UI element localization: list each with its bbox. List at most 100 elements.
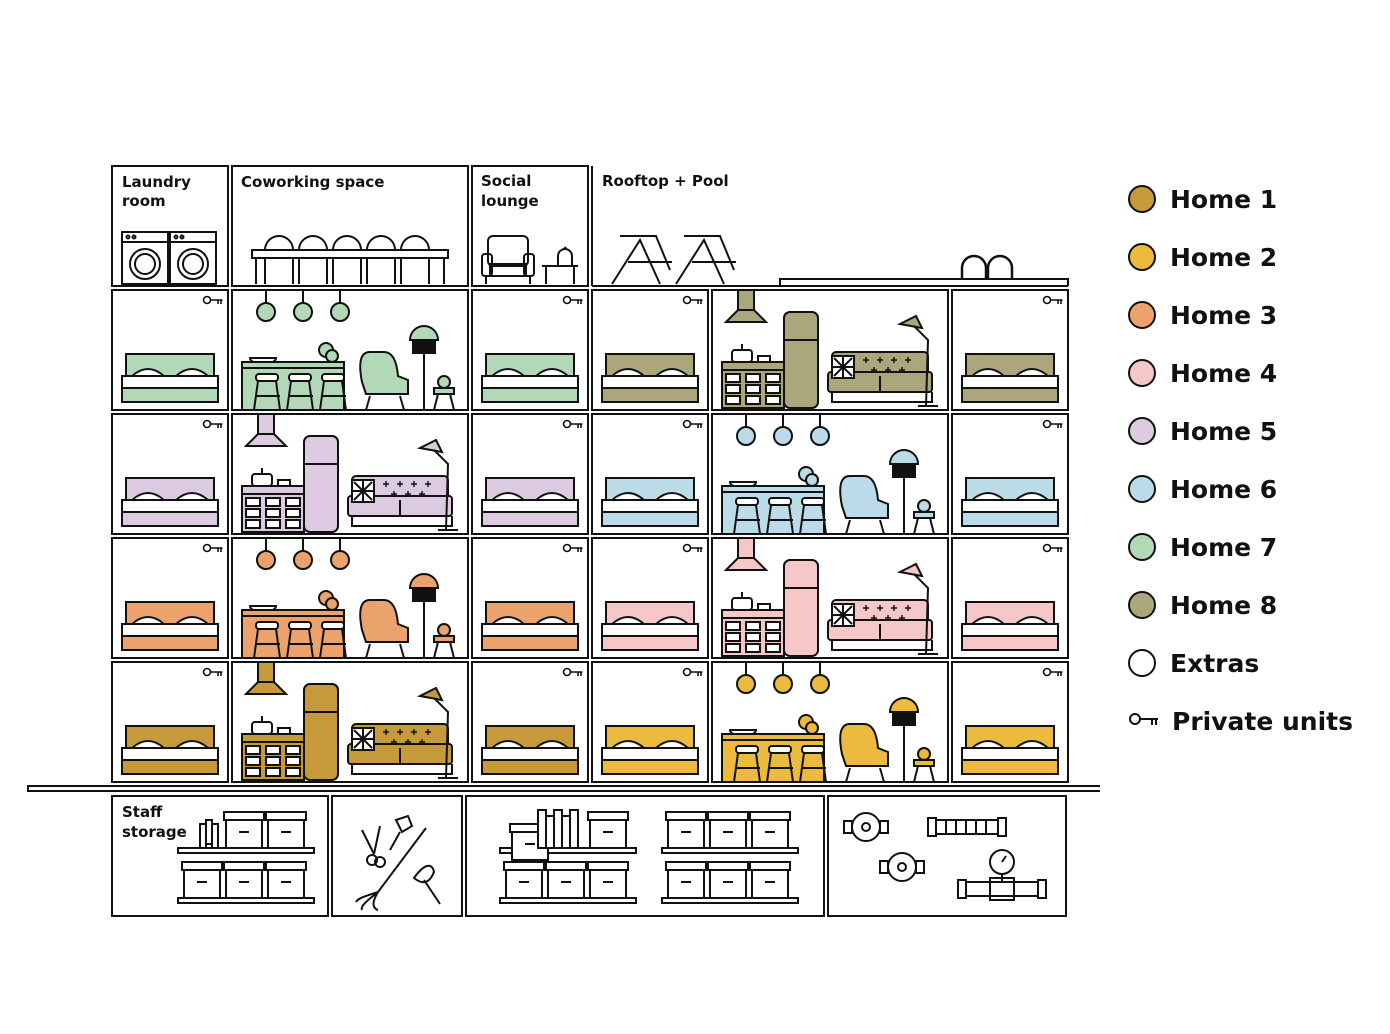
key-icon bbox=[682, 667, 703, 677]
binder-icon bbox=[545, 815, 555, 849]
storage-room bbox=[465, 795, 825, 917]
desk-lamp-icon bbox=[416, 686, 458, 779]
floor-lamp-icon bbox=[888, 449, 920, 535]
legend-item: Home 2 bbox=[1128, 228, 1353, 286]
plant-icon bbox=[433, 623, 455, 659]
key-icon bbox=[562, 667, 583, 677]
coworking-space-label: Coworking space bbox=[241, 173, 384, 191]
storage-box-icon bbox=[587, 811, 629, 849]
bed-icon bbox=[481, 477, 579, 527]
legend-label: Home 4 bbox=[1170, 358, 1278, 388]
bed-icon bbox=[121, 477, 219, 527]
top-floor bbox=[111, 165, 1069, 287]
legend-label: Home 3 bbox=[1170, 300, 1278, 330]
residential-floors bbox=[111, 289, 1069, 783]
circle-icon bbox=[1128, 359, 1156, 387]
garden-tools-icon bbox=[355, 814, 441, 911]
bed-icon bbox=[601, 353, 699, 403]
fridge-icon bbox=[783, 559, 819, 657]
unit-home5 bbox=[111, 413, 229, 535]
unit-home5 bbox=[231, 413, 469, 535]
unit-home6 bbox=[951, 413, 1069, 535]
sofa-icon bbox=[827, 351, 933, 403]
unit-home6 bbox=[591, 413, 709, 535]
key-icon bbox=[562, 543, 583, 553]
circle-icon bbox=[1128, 417, 1156, 445]
key-icon bbox=[1042, 419, 1063, 429]
unit-home3 bbox=[471, 537, 589, 659]
unit-home4 bbox=[591, 537, 709, 659]
kitchen-island-icon bbox=[241, 290, 350, 411]
plant-icon bbox=[913, 747, 935, 783]
bed-icon bbox=[481, 601, 579, 651]
binder-icon bbox=[561, 815, 571, 849]
washing-machine-icon bbox=[121, 231, 217, 285]
storage-box-icon bbox=[503, 861, 545, 899]
desk-lamp-icon bbox=[416, 438, 458, 531]
staff-storage-room bbox=[111, 795, 329, 917]
binder-icon bbox=[553, 809, 563, 849]
circle-icon bbox=[1128, 301, 1156, 329]
kitchen-counter-icon bbox=[721, 344, 785, 409]
social-lounge-label-line2: lounge bbox=[481, 192, 539, 210]
bed-icon bbox=[961, 725, 1059, 775]
bed-icon bbox=[481, 725, 579, 775]
ground-slab bbox=[27, 785, 1100, 792]
bed-icon bbox=[121, 353, 219, 403]
storage-box-icon bbox=[223, 811, 265, 849]
storage-box-icon bbox=[707, 811, 749, 849]
key-icon bbox=[682, 295, 703, 305]
social-lounge-label: Social bbox=[481, 172, 531, 190]
fridge-icon bbox=[783, 311, 819, 409]
key-icon bbox=[1042, 295, 1063, 305]
binder-icon bbox=[537, 809, 547, 849]
key-icon bbox=[562, 419, 583, 429]
kitchen-counter-icon bbox=[241, 716, 305, 781]
armchair-icon bbox=[359, 351, 409, 411]
storage-box-icon bbox=[665, 861, 707, 899]
unit-home8 bbox=[711, 289, 949, 411]
kitchen-counter-icon bbox=[721, 592, 785, 657]
armchair-icon bbox=[839, 475, 889, 535]
pool-ladder-icon bbox=[960, 254, 1014, 279]
sofa-icon bbox=[347, 723, 453, 775]
kitchen-hood-icon bbox=[723, 289, 769, 323]
circle-icon bbox=[1128, 649, 1156, 677]
unit-home5 bbox=[471, 413, 589, 535]
floor-lamp-icon bbox=[888, 697, 920, 783]
coworking-table-icon bbox=[251, 235, 449, 284]
kitchen-hood-icon bbox=[243, 661, 289, 695]
plant-icon bbox=[913, 499, 935, 535]
unit-home3 bbox=[111, 537, 229, 659]
kitchen-counter-icon bbox=[241, 468, 305, 533]
bed-icon bbox=[601, 601, 699, 651]
legend-item: Home 4 bbox=[1128, 344, 1353, 402]
lounge-armchair-icon bbox=[481, 235, 578, 284]
armchair-icon bbox=[839, 723, 889, 783]
circle-icon bbox=[1128, 185, 1156, 213]
plant-icon bbox=[433, 375, 455, 411]
legend-item: Home 5 bbox=[1128, 402, 1353, 460]
circle-icon bbox=[1128, 475, 1156, 503]
storage-box-icon bbox=[223, 861, 265, 899]
legend-item: Private units bbox=[1128, 692, 1353, 750]
unit-home1 bbox=[111, 661, 229, 783]
legend-item: Home 3 bbox=[1128, 286, 1353, 344]
pipe-valve-icon bbox=[843, 812, 1047, 901]
kitchen-hood-icon bbox=[243, 413, 289, 447]
legend-item: Home 6 bbox=[1128, 460, 1353, 518]
key-icon bbox=[682, 543, 703, 553]
plumbing-room bbox=[827, 795, 1067, 917]
social-lounge-room bbox=[471, 165, 589, 287]
legend-label: Home 7 bbox=[1170, 532, 1278, 562]
unit-home4 bbox=[951, 537, 1069, 659]
unit-home2 bbox=[711, 661, 949, 783]
bed-icon bbox=[601, 725, 699, 775]
kitchen-hood-icon bbox=[723, 537, 769, 571]
storage-box-icon bbox=[749, 811, 791, 849]
bed-icon bbox=[961, 601, 1059, 651]
unit-home7 bbox=[231, 289, 469, 411]
staff-storage-label-line2: storage bbox=[122, 823, 187, 841]
armchair-icon bbox=[359, 599, 409, 659]
